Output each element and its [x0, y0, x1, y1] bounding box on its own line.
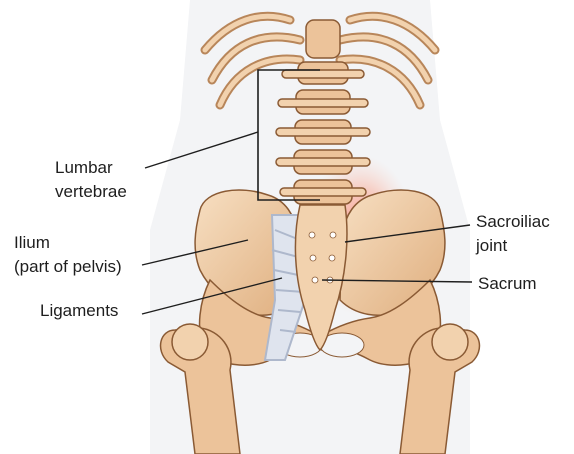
- label-lumbar-line1: Lumbar: [55, 158, 113, 178]
- label-ligaments: Ligaments: [40, 301, 118, 321]
- label-sacroiliac-line2: joint: [476, 236, 507, 256]
- label-ilium-line2: (part of pelvis): [14, 257, 122, 277]
- label-sacrum: Sacrum: [478, 274, 537, 294]
- label-ilium-line1: Ilium: [14, 233, 50, 253]
- label-sacroiliac-line1: Sacroiliac: [476, 212, 550, 232]
- label-lumbar-line2: vertebrae: [55, 182, 127, 202]
